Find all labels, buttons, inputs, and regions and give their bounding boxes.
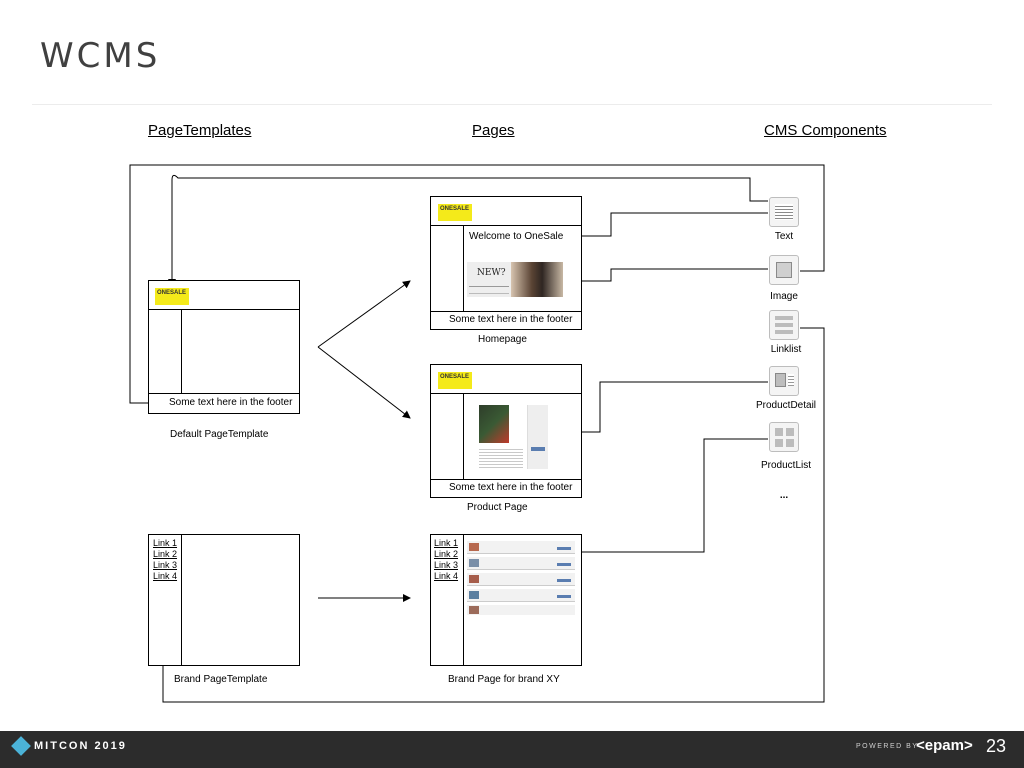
arrow-template-to-homepage bbox=[317, 280, 411, 348]
epam-logo: <epam> bbox=[916, 737, 973, 754]
text-component-label: Text bbox=[774, 231, 794, 242]
arrow-text-to-template-logo bbox=[168, 174, 768, 287]
linklist-component-icon[interactable] bbox=[769, 310, 799, 340]
more-components-ellipsis: ... bbox=[779, 490, 789, 501]
column-header-pagetemplates: PageTemplates bbox=[148, 122, 252, 139]
productpage-header-divider bbox=[431, 393, 581, 394]
column-header-cms-components: CMS Components bbox=[764, 122, 887, 139]
default-template-box: ONESALE Some text here in the footer bbox=[148, 280, 300, 414]
productlist-component-icon[interactable] bbox=[769, 422, 799, 452]
onesale-logo: ONESALE bbox=[438, 372, 472, 389]
product-list-row bbox=[467, 573, 575, 586]
product-list-row bbox=[467, 605, 575, 615]
onesale-logo: ONESALE bbox=[438, 204, 472, 221]
homepage-banner-image: NEW? bbox=[467, 262, 563, 297]
product-detail-lines bbox=[479, 447, 523, 469]
product-detail-panel bbox=[527, 405, 548, 469]
slide-title: WCMS bbox=[40, 36, 161, 76]
arrow-image-to-homepage-banner bbox=[559, 268, 768, 285]
brand-page-linklist: Link 1 Link 2 Link 3 Link 4 bbox=[434, 538, 458, 582]
arrow-template-to-productpage bbox=[317, 346, 411, 419]
image-component-label: Image bbox=[770, 291, 798, 302]
brand-page-link[interactable]: Link 1 bbox=[434, 538, 459, 548]
banner-person-photo bbox=[511, 262, 563, 297]
arrow-text-to-homepage-welcome bbox=[556, 212, 768, 240]
image-component-icon[interactable] bbox=[769, 255, 799, 285]
page-number: 23 bbox=[986, 736, 1007, 756]
product-list-row bbox=[467, 541, 575, 554]
productpage-footer-divider bbox=[431, 479, 581, 480]
brand-template-link[interactable]: Link 1 bbox=[153, 538, 178, 548]
template-header-divider bbox=[149, 309, 299, 310]
banner-new-text: NEW? bbox=[477, 268, 506, 278]
product-list-row bbox=[467, 589, 575, 602]
footer-bar bbox=[0, 731, 1024, 768]
homepage-footer-divider bbox=[431, 311, 581, 312]
productpage-sidebar-divider bbox=[463, 393, 464, 479]
brand-page-link[interactable]: Link 3 bbox=[434, 560, 459, 570]
productdetail-component-label: ProductDetail bbox=[755, 400, 817, 411]
brand-template-box: Link 1 Link 2 Link 3 Link 4 bbox=[148, 534, 300, 666]
homepage-footer-text: Some text here in the footer bbox=[449, 314, 573, 325]
linklist-component-label: Linklist bbox=[770, 344, 802, 355]
brand-template-caption: Brand PageTemplate bbox=[174, 674, 268, 685]
homepage-header-divider bbox=[431, 225, 581, 226]
onesale-logo: ONESALE bbox=[155, 288, 189, 305]
powered-by-text: POWERED BY bbox=[856, 743, 919, 750]
productlist-component-label: ProductList bbox=[760, 460, 812, 471]
template-footer-text: Some text here in the footer bbox=[169, 397, 293, 408]
brand-page-link[interactable]: Link 4 bbox=[434, 571, 459, 581]
column-header-pages: Pages bbox=[472, 122, 515, 139]
brandpage-sidebar-divider bbox=[463, 535, 464, 665]
template-footer-divider bbox=[149, 393, 299, 394]
brand-page-box: Link 1 Link 2 Link 3 Link 4 bbox=[430, 534, 582, 666]
text-component-icon[interactable] bbox=[769, 197, 799, 227]
brand-template-link[interactable]: Link 2 bbox=[153, 549, 178, 559]
brand-page-caption: Brand Page for brand XY bbox=[448, 674, 560, 685]
banner-caption-lines bbox=[469, 286, 509, 294]
productdetail-component-icon[interactable] bbox=[769, 366, 799, 396]
homepage-caption: Homepage bbox=[478, 334, 527, 345]
productpage-footer-text: Some text here in the footer bbox=[449, 482, 573, 493]
conference-name: MITCON 2019 bbox=[34, 739, 127, 752]
conference-logo: MITCON 2019 bbox=[11, 736, 127, 756]
product-page-caption: Product Page bbox=[467, 502, 528, 513]
arrow-productlist-to-brandpage bbox=[573, 438, 768, 556]
homepage-box: ONESALE Welcome to OneSale NEW? Some tex… bbox=[430, 196, 582, 330]
arrow-image-to-template-footer bbox=[129, 164, 825, 407]
product-detail-image bbox=[479, 405, 509, 443]
product-buy-button bbox=[531, 447, 545, 451]
template-sidebar-divider bbox=[181, 309, 182, 393]
arrow-linklist-to-brandtemplate bbox=[159, 327, 825, 703]
brand-template-linklist: Link 1 Link 2 Link 3 Link 4 bbox=[153, 538, 177, 582]
homepage-welcome-text: Welcome to OneSale bbox=[469, 231, 564, 242]
title-divider bbox=[32, 104, 992, 105]
homepage-sidebar-divider bbox=[463, 225, 464, 311]
product-page-box: ONESALE Some text here in the footer bbox=[430, 364, 582, 498]
conference-logo-mark bbox=[11, 736, 31, 756]
brand-template-link[interactable]: Link 3 bbox=[153, 560, 178, 570]
brand-page-link[interactable]: Link 2 bbox=[434, 549, 459, 559]
brand-template-sidebar-divider bbox=[181, 535, 182, 665]
default-template-caption: Default PageTemplate bbox=[170, 429, 269, 440]
product-list-row bbox=[467, 557, 575, 570]
brand-template-link[interactable]: Link 4 bbox=[153, 571, 178, 581]
